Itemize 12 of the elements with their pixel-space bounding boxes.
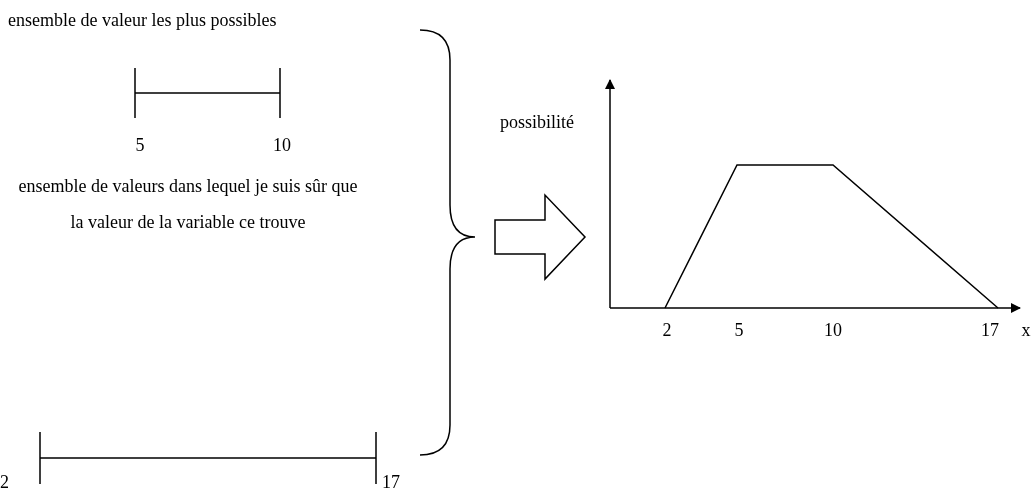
description-text: ensemble de valeur les plus possibles <box>8 9 278 32</box>
tick-label: 17 <box>980 319 1000 342</box>
tick-label: 10 <box>272 134 292 157</box>
tick-label: 2 <box>661 319 673 342</box>
tick-label: 5 <box>733 319 745 342</box>
tick-label: 17 <box>382 471 401 491</box>
axis-label: x <box>1020 319 1032 342</box>
tick-label: 2 <box>0 471 10 491</box>
tick-label: 5 <box>134 134 146 157</box>
description-text: ensemble de valeurs dans lequel je suis sûr que la valeur de la variable ce trouve <box>17 175 359 234</box>
tick-label: 10 <box>823 319 843 342</box>
axis-label: possibilité <box>500 111 575 134</box>
